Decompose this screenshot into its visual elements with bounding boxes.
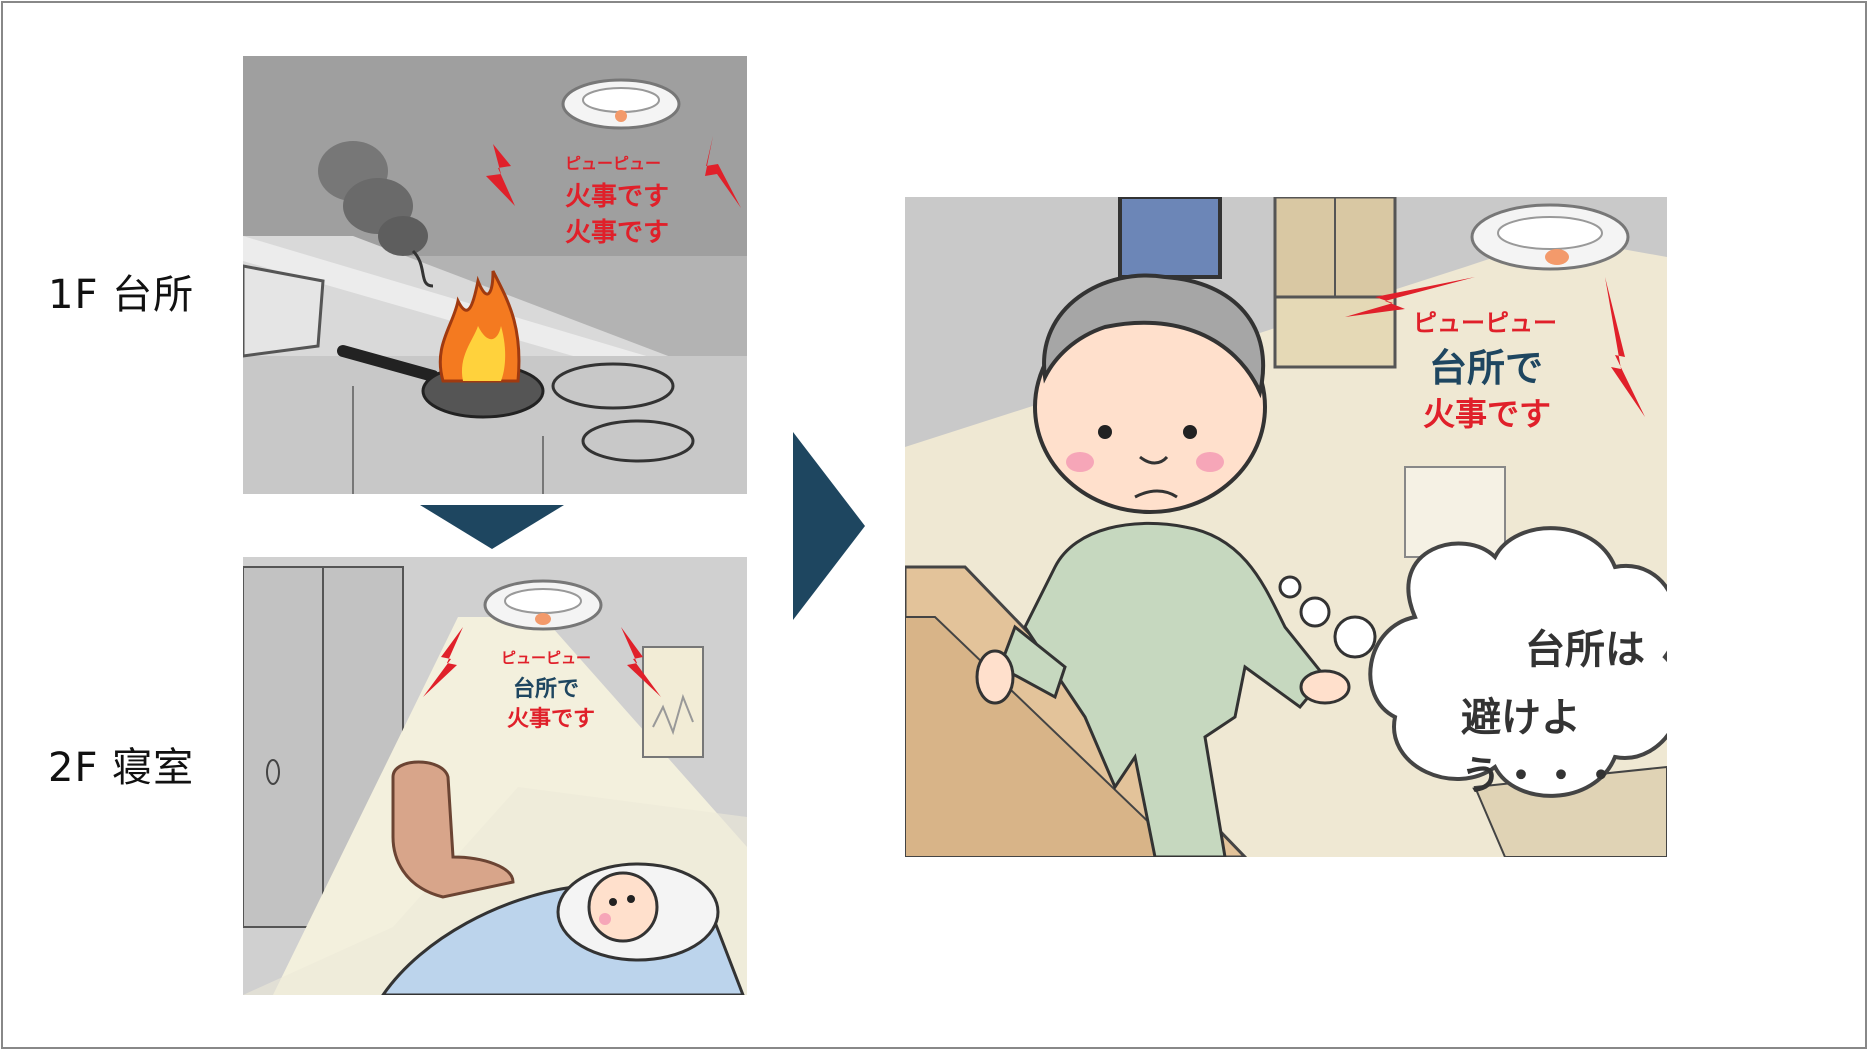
right-arrow-icon <box>793 432 865 620</box>
down-arrow-icon <box>420 505 564 549</box>
bedroom-illustration <box>243 557 747 995</box>
floor2-label: 2F 寝室 <box>48 745 195 791</box>
main-panel: ピューピュー 台所で 火事です 台所は 避けよう・・・ <box>905 197 1667 857</box>
main-alarm-msg-1: 台所で <box>1429 346 1544 390</box>
main-alarm-sound: ピューピュー <box>1413 309 1557 337</box>
bedroom-alarm-sound: ピューピュー <box>501 649 592 667</box>
kitchen-alarm-msg-1: 火事です <box>565 182 670 212</box>
main-illustration <box>905 197 1667 857</box>
kitchen-alarm-msg-2: 火事です <box>565 218 670 248</box>
bedroom-alarm-msg-2: 火事です <box>507 707 596 732</box>
thought-line-2: 避けよう・・・ <box>1461 695 1621 799</box>
thought-line-1: 台所は <box>1525 627 1645 673</box>
main-alarm-msg-2: 火事です <box>1423 395 1552 433</box>
bedroom-alarm-msg-1: 台所で <box>513 677 580 702</box>
bedroom-panel: ピューピュー 台所で 火事です <box>243 557 747 995</box>
kitchen-alarm-sound: ピューピュー <box>565 154 662 173</box>
floor1-label: 1F 台所 <box>48 272 195 318</box>
kitchen-panel: ピューピュー 火事です 火事です <box>243 56 747 494</box>
kitchen-illustration <box>243 56 747 494</box>
